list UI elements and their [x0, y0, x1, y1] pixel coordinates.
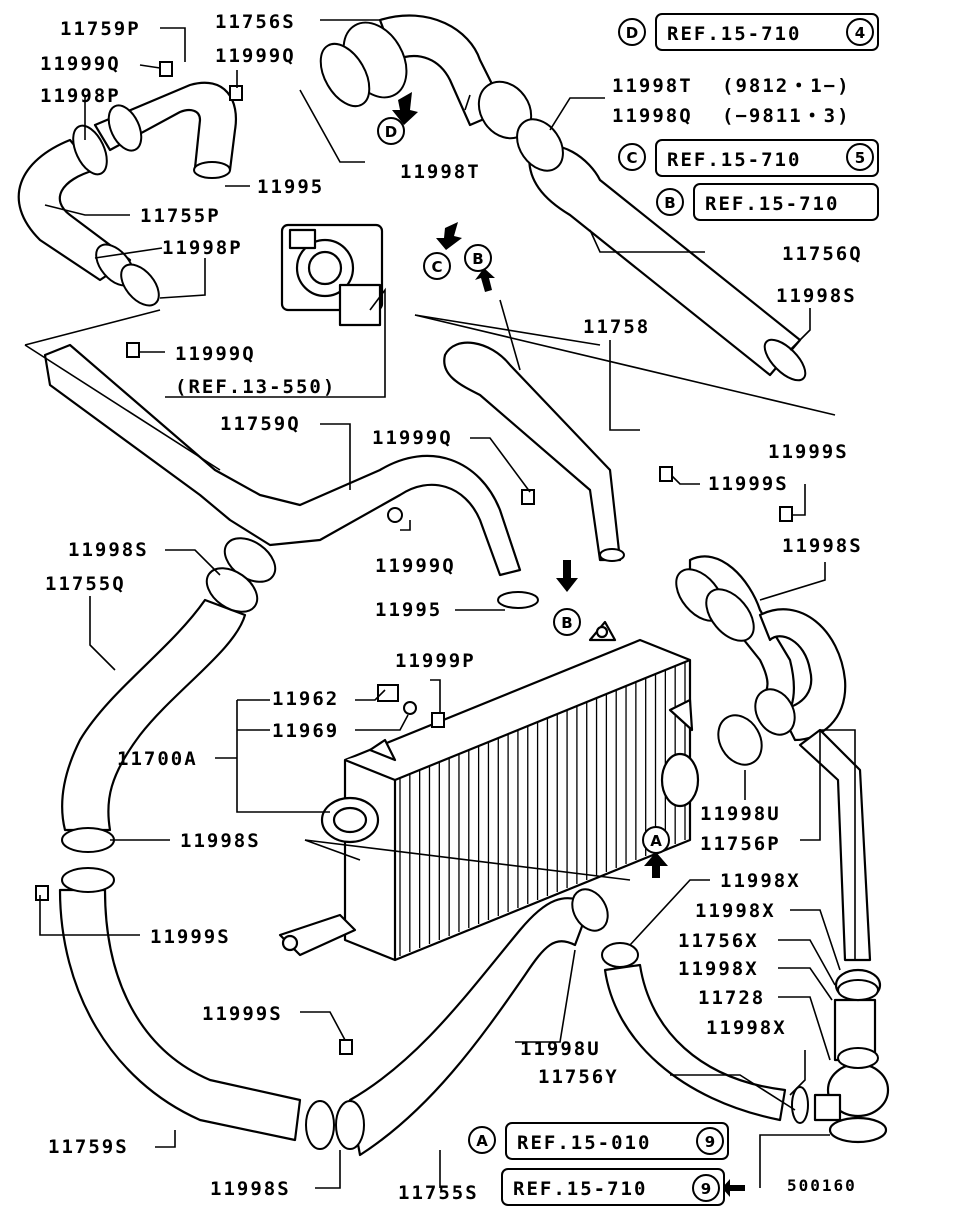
label-11756S[interactable]: 11756S: [215, 11, 296, 33]
label-11998S[interactable]: 11998S: [180, 830, 261, 852]
label-11998S[interactable]: 11998S: [68, 539, 149, 561]
pipe-11756X: [798, 728, 872, 962]
ref-box-A[interactable]: A REF.15-010 9: [468, 1122, 729, 1160]
svg-text:9: 9: [701, 1180, 711, 1198]
svg-text:C: C: [626, 149, 637, 167]
svg-text:D: D: [626, 24, 638, 42]
hose-11755Q: [61, 598, 247, 832]
marker-D-upper: D: [377, 117, 405, 145]
svg-text:A: A: [476, 1132, 488, 1150]
label-11998Q-date: (−9811・3): [722, 105, 851, 127]
svg-text:4: 4: [855, 24, 865, 42]
svg-text:REF.15-710: REF.15-710: [513, 1178, 647, 1200]
label-11759Q[interactable]: 11759Q: [220, 413, 301, 435]
label-11756Y[interactable]: 11756Y: [538, 1066, 619, 1088]
label-11999Q[interactable]: 11999Q: [175, 343, 256, 365]
intercooler-fins: [399, 662, 686, 956]
clamps: [61, 21, 879, 1150]
label-11998S[interactable]: 11998S: [782, 535, 863, 557]
intercooler-11700A: [278, 620, 700, 962]
svg-text:REF.15-710: REF.15-710: [667, 23, 801, 45]
label-11999Q[interactable]: 11999Q: [372, 427, 453, 449]
ref-box-D[interactable]: D REF.15-710 4: [618, 13, 879, 51]
label-11755S[interactable]: 11755S: [398, 1182, 479, 1204]
label-11998X[interactable]: 11998X: [706, 1017, 787, 1039]
label-11998S[interactable]: 11998S: [210, 1178, 291, 1200]
pipe-11759S: [58, 888, 302, 1142]
throttle-body: [280, 223, 384, 327]
hose-11756P-end: [758, 608, 847, 742]
label-11758[interactable]: 11758: [583, 316, 650, 338]
diagram-code: 500160: [787, 1176, 857, 1195]
label-11998U[interactable]: 11998U: [520, 1038, 601, 1060]
svg-text:B: B: [561, 614, 572, 632]
marker-A-lower: A: [642, 826, 670, 854]
label-11755Q[interactable]: 11755Q: [45, 573, 126, 595]
label-11995[interactable]: 11995: [375, 599, 442, 621]
svg-text:REF.15-710: REF.15-710: [667, 149, 801, 171]
label-11969[interactable]: 11969: [272, 720, 339, 742]
marker-B-lower: B: [553, 608, 581, 636]
label-11962[interactable]: 11962: [272, 688, 339, 710]
label-11998T[interactable]: 11998T: [400, 161, 481, 183]
label-11756P[interactable]: 11756P: [700, 833, 781, 855]
svg-text:D: D: [385, 123, 397, 141]
label-11999S[interactable]: 11999S: [708, 473, 789, 495]
label-11998T[interactable]: 11998T: [612, 75, 693, 97]
label-11759S[interactable]: 11759S: [48, 1136, 129, 1158]
svg-text:B: B: [664, 194, 675, 212]
label-11755P[interactable]: 11755P: [140, 205, 221, 227]
label-11999Q[interactable]: 11999Q: [375, 555, 456, 577]
svg-text:9: 9: [705, 1133, 715, 1151]
svg-text:5: 5: [855, 149, 865, 167]
label-11998P[interactable]: 11998P: [40, 85, 121, 107]
label-11998T-date: (9812・1−): [722, 75, 851, 97]
svg-text:REF.15-010: REF.15-010: [517, 1132, 651, 1154]
svg-text:B: B: [472, 250, 483, 268]
label-11998X[interactable]: 11998X: [678, 958, 759, 980]
label-11999Q[interactable]: 11999Q: [215, 45, 296, 67]
part-labels: 11759P 11999Q 11998P 11756S 11999Q 11998…: [40, 11, 863, 1204]
svg-text:REF.15-710: REF.15-710: [705, 193, 839, 215]
label-11700A[interactable]: 11700A: [117, 748, 198, 770]
label-11756Q[interactable]: 11756Q: [782, 243, 863, 265]
label-11999Q[interactable]: 11999Q: [40, 53, 121, 75]
label-11999S[interactable]: 11999S: [768, 441, 849, 463]
svg-text:A: A: [650, 832, 662, 850]
ref-box-B[interactable]: B REF.15-710: [656, 183, 879, 221]
label-11998S[interactable]: 11998S: [776, 285, 857, 307]
marker-B-upper: B: [464, 244, 492, 272]
label-11728[interactable]: 11728: [698, 987, 765, 1009]
label-11999P[interactable]: 11999P: [395, 650, 476, 672]
ref-box-C[interactable]: C REF.15-710 5: [618, 139, 879, 177]
hose-11756Y: [603, 963, 787, 1122]
label-ref-13-550[interactable]: (REF.13-550): [175, 376, 336, 398]
bolts: [35, 61, 793, 1055]
hose-drawing: [17, 14, 890, 1157]
label-11998U[interactable]: 11998U: [700, 803, 781, 825]
leader-lines: [24, 19, 856, 1189]
label-11998X[interactable]: 11998X: [695, 900, 776, 922]
label-11998Q[interactable]: 11998Q: [612, 105, 693, 127]
pipe-11758: [443, 341, 622, 562]
label-11998X[interactable]: 11998X: [720, 870, 801, 892]
label-11995[interactable]: 11995: [257, 176, 324, 198]
label-11999S[interactable]: 11999S: [202, 1003, 283, 1025]
ref-box-bottom[interactable]: REF.15-710 9: [501, 1168, 725, 1206]
label-11999S[interactable]: 11999S: [150, 926, 231, 948]
flow-arrows: [392, 92, 745, 1197]
label-11756X[interactable]: 11756X: [678, 930, 759, 952]
svg-text:C: C: [431, 258, 442, 276]
marker-C-upper: C: [423, 252, 451, 280]
label-11998P[interactable]: 11998P: [162, 237, 243, 259]
pipe-11759Q: [43, 343, 522, 577]
label-11759P[interactable]: 11759P: [60, 18, 141, 40]
circle-markers: D C B B A: [377, 117, 670, 854]
